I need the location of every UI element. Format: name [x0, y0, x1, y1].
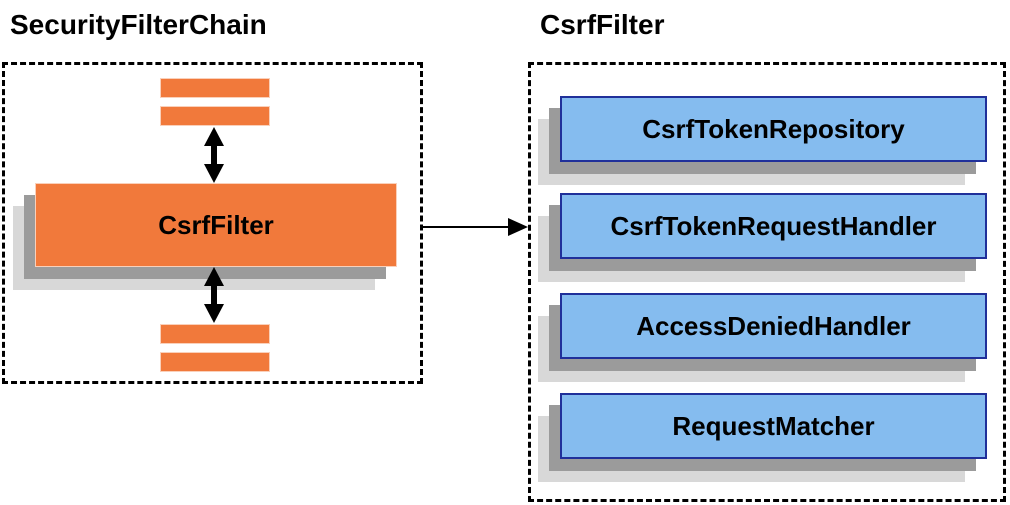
other-filter-bar	[160, 78, 270, 98]
flow-arrow-icon	[423, 218, 528, 236]
bidirectional-arrow-icon	[204, 267, 224, 323]
bidirectional-arrow-icon	[204, 127, 224, 183]
left-section-title: SecurityFilterChain	[10, 9, 267, 40]
component-box-csrf-token-repository: CsrfTokenRepository	[560, 96, 987, 162]
other-filter-bar	[160, 324, 270, 344]
csrf-filter-box: CsrfFilter	[35, 183, 397, 267]
component-box-csrf-token-request-handler: CsrfTokenRequestHandler	[560, 193, 987, 259]
security-filter-chain-container	[2, 62, 423, 384]
other-filter-bar	[160, 352, 270, 372]
component-box-access-denied-handler: AccessDeniedHandler	[560, 293, 987, 359]
component-box-request-matcher: RequestMatcher	[560, 393, 987, 459]
other-filter-bar	[160, 106, 270, 126]
csrf-filter-container	[528, 62, 1006, 502]
right-section-title: CsrfFilter	[540, 9, 665, 40]
